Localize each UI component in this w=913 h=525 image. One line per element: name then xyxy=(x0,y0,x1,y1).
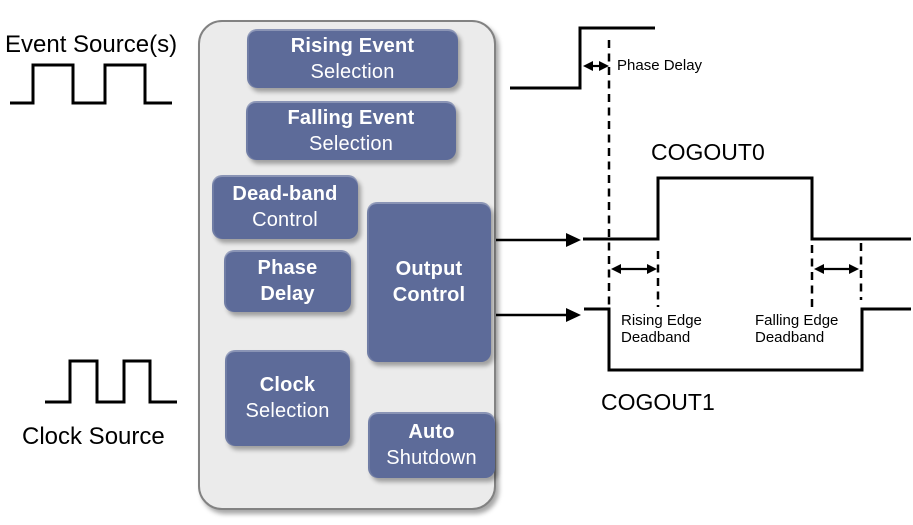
cogout0-label: COGOUT0 xyxy=(651,139,765,165)
phase-delay-annotation: Phase Delay xyxy=(617,57,703,74)
falling-deadband-arrow-left-head xyxy=(814,264,824,274)
dead-band-control-label-line1: Dead-band xyxy=(232,183,338,205)
phase-delay-label-line1: Phase xyxy=(257,257,318,279)
clock-selection-label-line1: Clock xyxy=(259,374,316,396)
output-control-label-line2: Control xyxy=(392,284,466,306)
phase-delay-label-line2: Delay xyxy=(260,283,315,305)
event-source-waveform-icon xyxy=(10,63,172,105)
rising-edge-deadband-line2: Deadband xyxy=(621,329,691,346)
cogout0-waveform xyxy=(583,176,911,241)
falling-edge-deadband-line1: Falling Edge xyxy=(755,312,839,329)
phase-delay-arrow-right-head xyxy=(599,61,609,71)
clock-selection-block: Clock Selection xyxy=(225,350,350,446)
falling-event-selection-block: Falling Event Selection xyxy=(246,101,456,160)
rising-edge-deadband-line1: Rising Edge xyxy=(621,312,702,329)
cogout1-label: COGOUT1 xyxy=(601,389,715,415)
phase-delay-arrow-left-head xyxy=(583,61,593,71)
auto-shutdown-label-line2: Shutdown xyxy=(386,447,477,469)
rising-deadband-arrow-right-head xyxy=(647,264,657,274)
falling-event-selection-label-line2: Selection xyxy=(308,132,394,155)
output-control-block: Output Control xyxy=(367,202,491,362)
dead-band-control-label-line2: Control xyxy=(252,209,318,231)
falling-event-selection-label-line1: Falling Event xyxy=(287,106,415,129)
rising-event-selection-label-line1: Rising Event xyxy=(290,34,415,57)
input-event-waveform xyxy=(510,26,655,90)
rising-deadband-arrow-left-head xyxy=(611,264,621,274)
clock-selection-label-line2: Selection xyxy=(245,400,330,422)
clock-source-label: Clock Source xyxy=(22,423,165,450)
falling-edge-deadband-line2: Deadband xyxy=(755,329,825,346)
rising-event-selection-block: Rising Event Selection xyxy=(247,29,458,88)
output-arrow-cogout1-head xyxy=(566,308,581,322)
output-control-label-line1: Output xyxy=(395,258,463,280)
falling-edge-deadband-annotation: Falling Edge Deadband xyxy=(755,312,838,346)
auto-shutdown-block: Auto Shutdown xyxy=(368,412,495,478)
event-source-label: Event Source(s) xyxy=(5,31,178,58)
clock-source-waveform-icon xyxy=(45,359,177,404)
phase-delay-block: Phase Delay xyxy=(224,250,351,312)
output-arrow-cogout0-head xyxy=(566,233,581,247)
rising-event-selection-label-line2: Selection xyxy=(310,60,395,83)
rising-edge-deadband-annotation: Rising Edge Deadband xyxy=(621,312,702,346)
dead-band-control-block: Dead-band Control xyxy=(212,175,358,239)
cogout1-waveform xyxy=(584,307,911,372)
auto-shutdown-label-line1: Auto xyxy=(408,421,455,443)
falling-deadband-arrow-right-head xyxy=(849,264,859,274)
